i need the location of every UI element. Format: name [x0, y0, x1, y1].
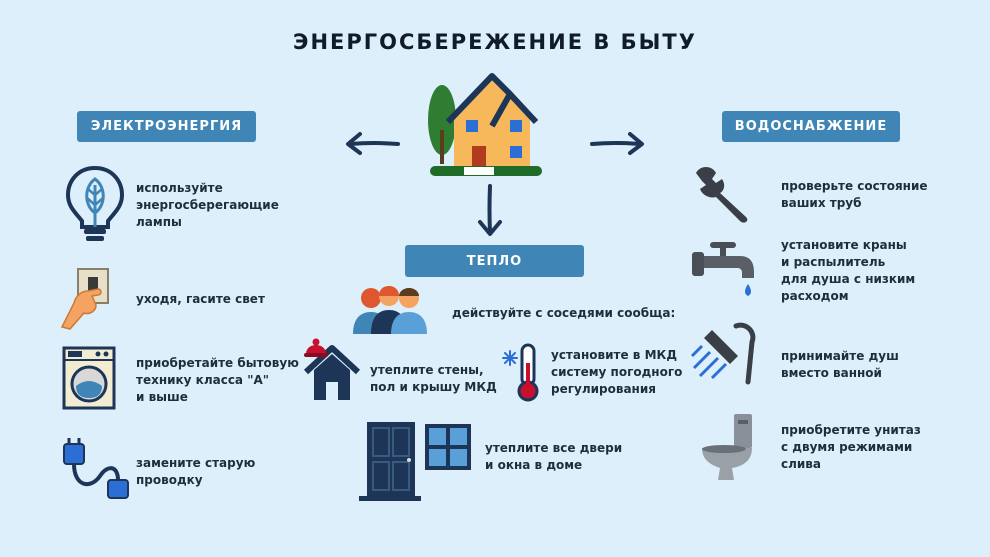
lightbulb-leaf-icon — [64, 165, 126, 245]
item-replace-wiring: замените старую проводку — [136, 456, 256, 487]
power-plug-cable-icon — [60, 436, 132, 502]
item-install-taps: установите краны и распылитель для душа … — [781, 238, 916, 303]
light-switch-hand-icon — [56, 265, 112, 331]
item-check-pipes: проверьте состояние ваших труб — [781, 179, 928, 210]
item-take-shower: принимайте душ вместо ванной — [781, 349, 899, 380]
arrow-down-icon — [476, 184, 504, 238]
section-water: ВОДОСНАБЖЕНИЕ — [722, 111, 900, 142]
washing-machine-icon — [62, 346, 116, 410]
wrench-icon — [690, 163, 756, 225]
section-electricity: ЭЛЕКТРОЭНЕРГИЯ — [77, 111, 256, 142]
arrow-right-icon — [590, 128, 646, 158]
item-turn-off-light: уходя, гасите свет — [136, 292, 265, 306]
item-dual-flush-toilet: приобретите унитаз с двумя режимами слив… — [781, 423, 921, 471]
shower-head-icon — [690, 322, 762, 386]
door-window-icon — [357, 420, 475, 502]
house-icon — [426, 70, 546, 180]
toilet-icon — [700, 412, 756, 482]
item-act-with-neighbors: действуйте с соседями сообща: — [452, 306, 676, 320]
item-weather-regulation: установите в МКД систему погодного регул… — [551, 348, 683, 396]
page-title: ЭНЕРГОСБЕРЕЖЕНИЕ В БЫТУ — [293, 30, 697, 54]
arrow-left-icon — [344, 128, 400, 158]
thermometer-icon — [500, 343, 546, 403]
section-heat: ТЕПЛО — [405, 245, 584, 277]
item-appliances-class-a: приобретайте бытовую технику класса "А" … — [136, 356, 299, 404]
item-insulate-doors-windows: утеплите все двери и окна в доме — [485, 441, 623, 472]
water-tap-icon — [690, 238, 760, 304]
item-energy-saving-lamps: используйте энергосберегающие лампы — [136, 181, 279, 229]
people-group-icon — [349, 282, 431, 334]
item-insulate-walls: утеплите стены, пол и крышу МКД — [370, 363, 497, 394]
house-hat-icon — [302, 338, 362, 402]
